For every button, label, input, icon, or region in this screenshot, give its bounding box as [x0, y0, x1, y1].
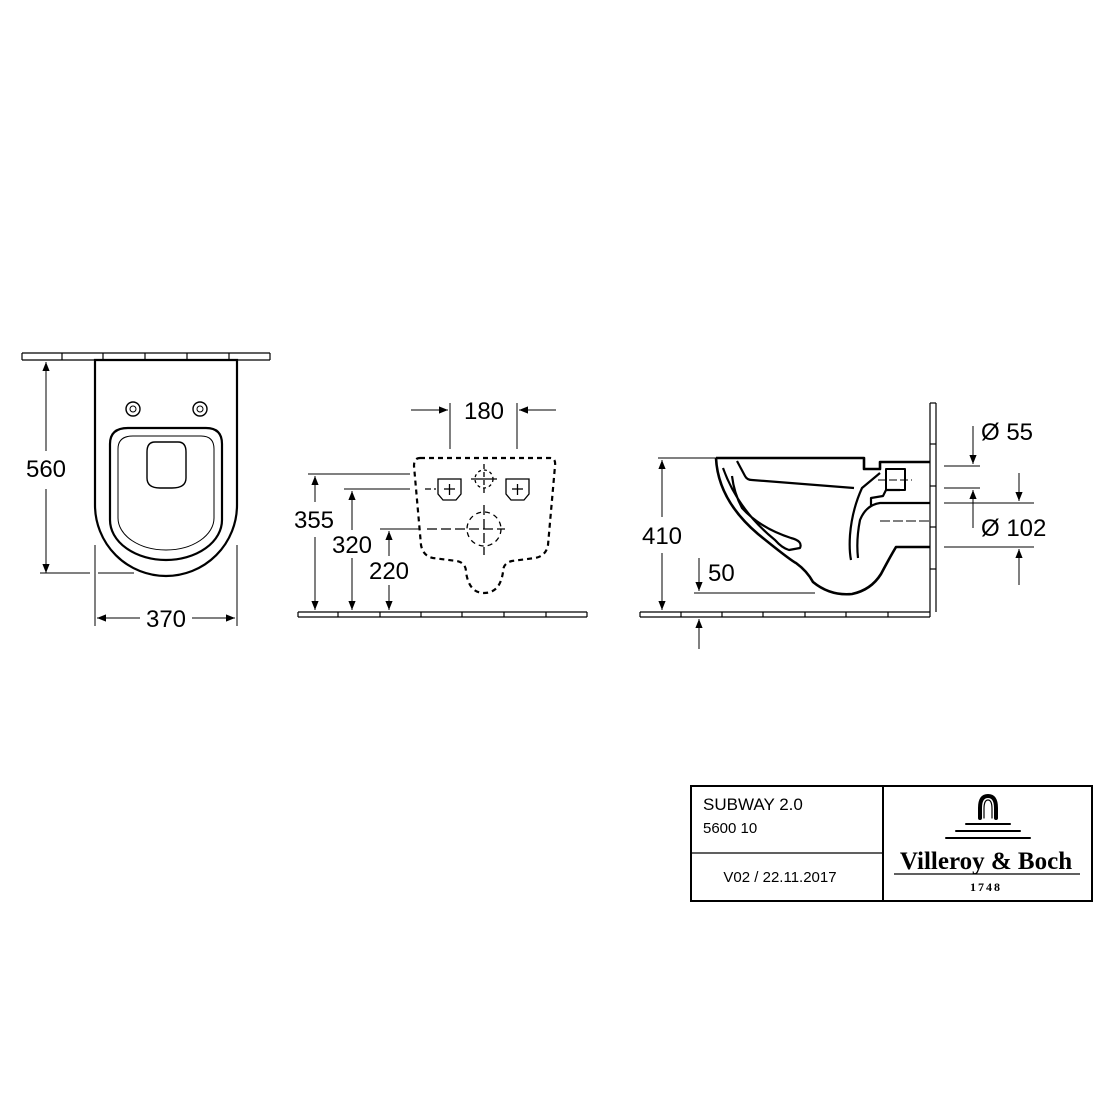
- rear-view-spacing-label: 180: [464, 398, 504, 425]
- rear-view-mounting-brackets: [425, 478, 530, 501]
- front-view-height-label: 560: [26, 456, 66, 483]
- side-view-inlet-diameter-dimension: [944, 426, 980, 528]
- article-number: 5600 10: [703, 820, 757, 837]
- side-view-center-lines: [658, 457, 930, 594]
- title-block: SUBWAY 2.0 5600 10 V02 / 22.11.2017 Vill…: [690, 785, 1093, 902]
- rear-view-height-320-label: 320: [332, 532, 372, 559]
- rear-view-height-320-dimension: [344, 488, 410, 610]
- front-view-height-dimension: [40, 362, 134, 574]
- side-view-wall: [929, 402, 937, 612]
- rear-view: 180 355 320 220: [294, 398, 588, 618]
- side-view-outlet-diameter-dimension: [944, 473, 1034, 585]
- front-view-fixing-holes: [125, 401, 208, 417]
- version-date: V02 / 22.11.2017: [723, 869, 836, 886]
- rear-view-connections: [427, 464, 505, 555]
- front-view-bowl-outline: [93, 358, 239, 578]
- rear-view-height-220-dimension: [380, 528, 420, 610]
- side-view-bowl-section: [714, 456, 930, 596]
- side-view-outlet-diameter-label: Ø 102: [981, 515, 1046, 542]
- front-view-bowl-opening: [108, 426, 224, 562]
- front-view-width-label: 370: [146, 606, 186, 633]
- side-view-floor: [639, 611, 931, 618]
- rear-view-floor: [297, 611, 588, 618]
- rear-view-height-220-label: 220: [369, 558, 409, 585]
- product-name: SUBWAY 2.0: [703, 795, 803, 814]
- side-view: 410 50 Ø 55 Ø 102: [639, 402, 1046, 649]
- rear-view-outline: [412, 456, 557, 595]
- brand-emblem: [945, 793, 1031, 839]
- rear-view-height-355-dimension: [308, 473, 410, 610]
- side-view-inlet-diameter-label: Ø 55: [981, 419, 1033, 446]
- rear-view-height-355-label: 355: [294, 507, 334, 534]
- brand-year: 1748: [970, 880, 1002, 894]
- side-view-outlet-height-label: 50: [708, 560, 735, 587]
- front-view-flush-inlet: [146, 441, 187, 489]
- front-view-width-dimension: [94, 545, 238, 626]
- rear-view-spacing-dimension: [411, 403, 556, 449]
- side-view-height-label: 410: [642, 523, 682, 550]
- brand-name: Villeroy & Boch: [900, 848, 1072, 875]
- front-view: 560 370: [21, 352, 271, 633]
